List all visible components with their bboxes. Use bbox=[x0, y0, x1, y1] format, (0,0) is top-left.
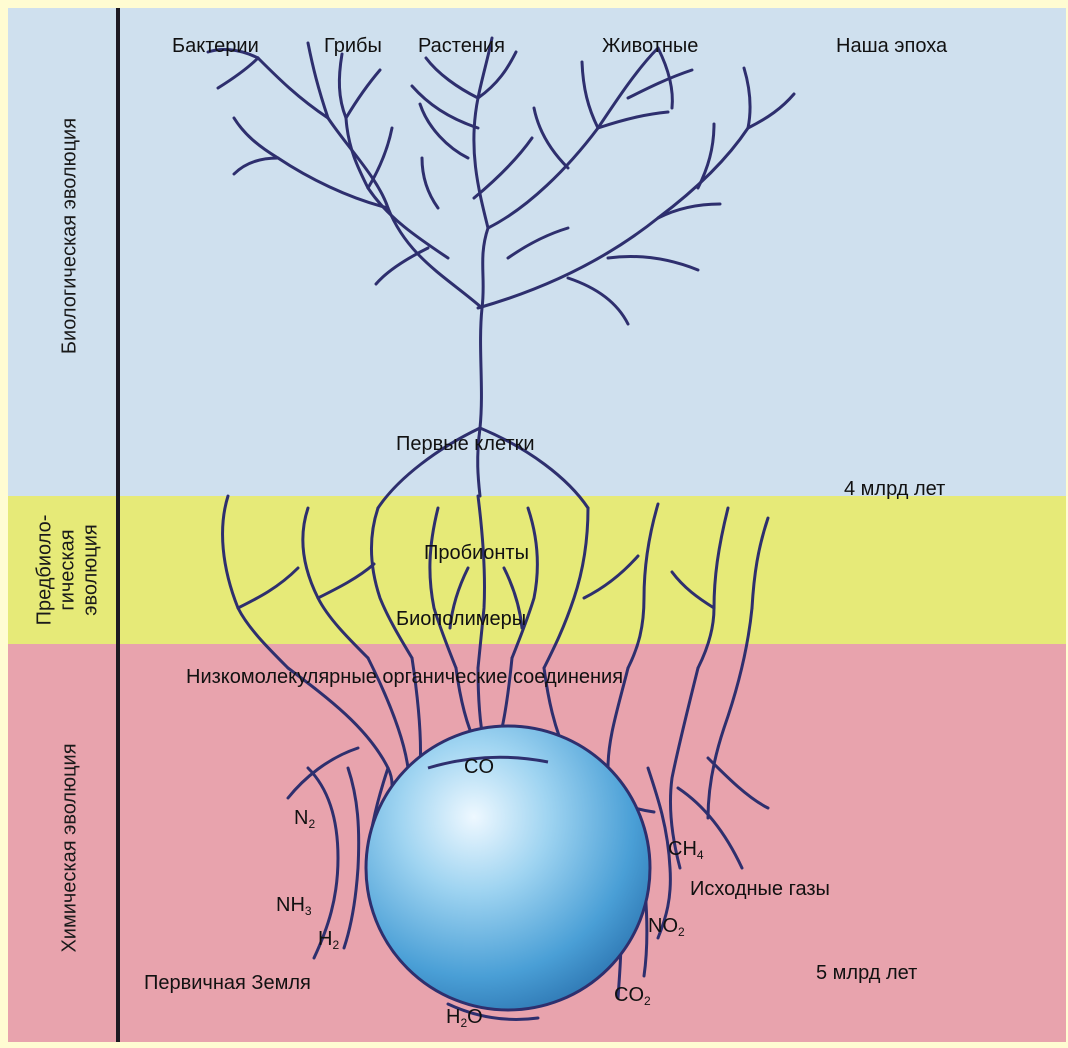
n2-subscript: 2 bbox=[308, 817, 315, 831]
label-5-billion-years: 5 млрд лет bbox=[816, 962, 917, 985]
ch4-subscript: 4 bbox=[697, 848, 704, 862]
label-probionts: Пробионты bbox=[424, 542, 529, 565]
label-low-molecular-compounds: Низкомолекулярные органические соединени… bbox=[186, 666, 623, 689]
label-our-era: Наша эпоха bbox=[836, 35, 947, 58]
label-ch4: CH4 bbox=[668, 838, 704, 862]
h2-subscript: 2 bbox=[332, 938, 339, 952]
label-initial-gases: Исходные газы bbox=[690, 878, 830, 901]
label-primordial-earth: Первичная Земля bbox=[144, 972, 311, 995]
no2-text: NO bbox=[648, 915, 678, 937]
diagram-stage: Биологическая эволюция Предбиоло- гическ… bbox=[8, 8, 1066, 1042]
h2o-o-text: O bbox=[467, 1006, 483, 1028]
co2-text: CO bbox=[614, 984, 644, 1006]
ch4-text: CH bbox=[668, 838, 697, 860]
label-plants: Растения bbox=[418, 35, 505, 58]
label-fungi: Грибы bbox=[324, 35, 382, 58]
label-n2: N2 bbox=[294, 807, 315, 831]
n2-text: N bbox=[294, 807, 308, 829]
label-bacteria: Бактерии bbox=[172, 35, 259, 58]
primordial-earth-sphere bbox=[366, 726, 650, 1010]
evolution-tree bbox=[8, 8, 1066, 1042]
label-co2: CO2 bbox=[614, 984, 651, 1008]
nh3-text: NH bbox=[276, 894, 305, 916]
label-animals: Животные bbox=[602, 35, 698, 58]
label-co: CO bbox=[464, 756, 494, 779]
label-4-billion-years: 4 млрд лет bbox=[844, 478, 945, 501]
label-nh3: NH3 bbox=[276, 894, 312, 918]
label-first-cells: Первые клетки bbox=[396, 433, 535, 456]
co2-subscript: 2 bbox=[644, 994, 651, 1008]
h2o-h-text: H bbox=[446, 1006, 460, 1028]
co-text: CO bbox=[464, 756, 494, 778]
h2-text: H bbox=[318, 928, 332, 950]
label-no2: NO2 bbox=[648, 915, 685, 939]
nh3-subscript: 3 bbox=[305, 904, 312, 918]
label-h2: H2 bbox=[318, 928, 339, 952]
no2-subscript: 2 bbox=[678, 925, 685, 939]
label-biopolymers: Биополимеры bbox=[396, 608, 526, 631]
label-h2o: H2O bbox=[446, 1006, 483, 1030]
